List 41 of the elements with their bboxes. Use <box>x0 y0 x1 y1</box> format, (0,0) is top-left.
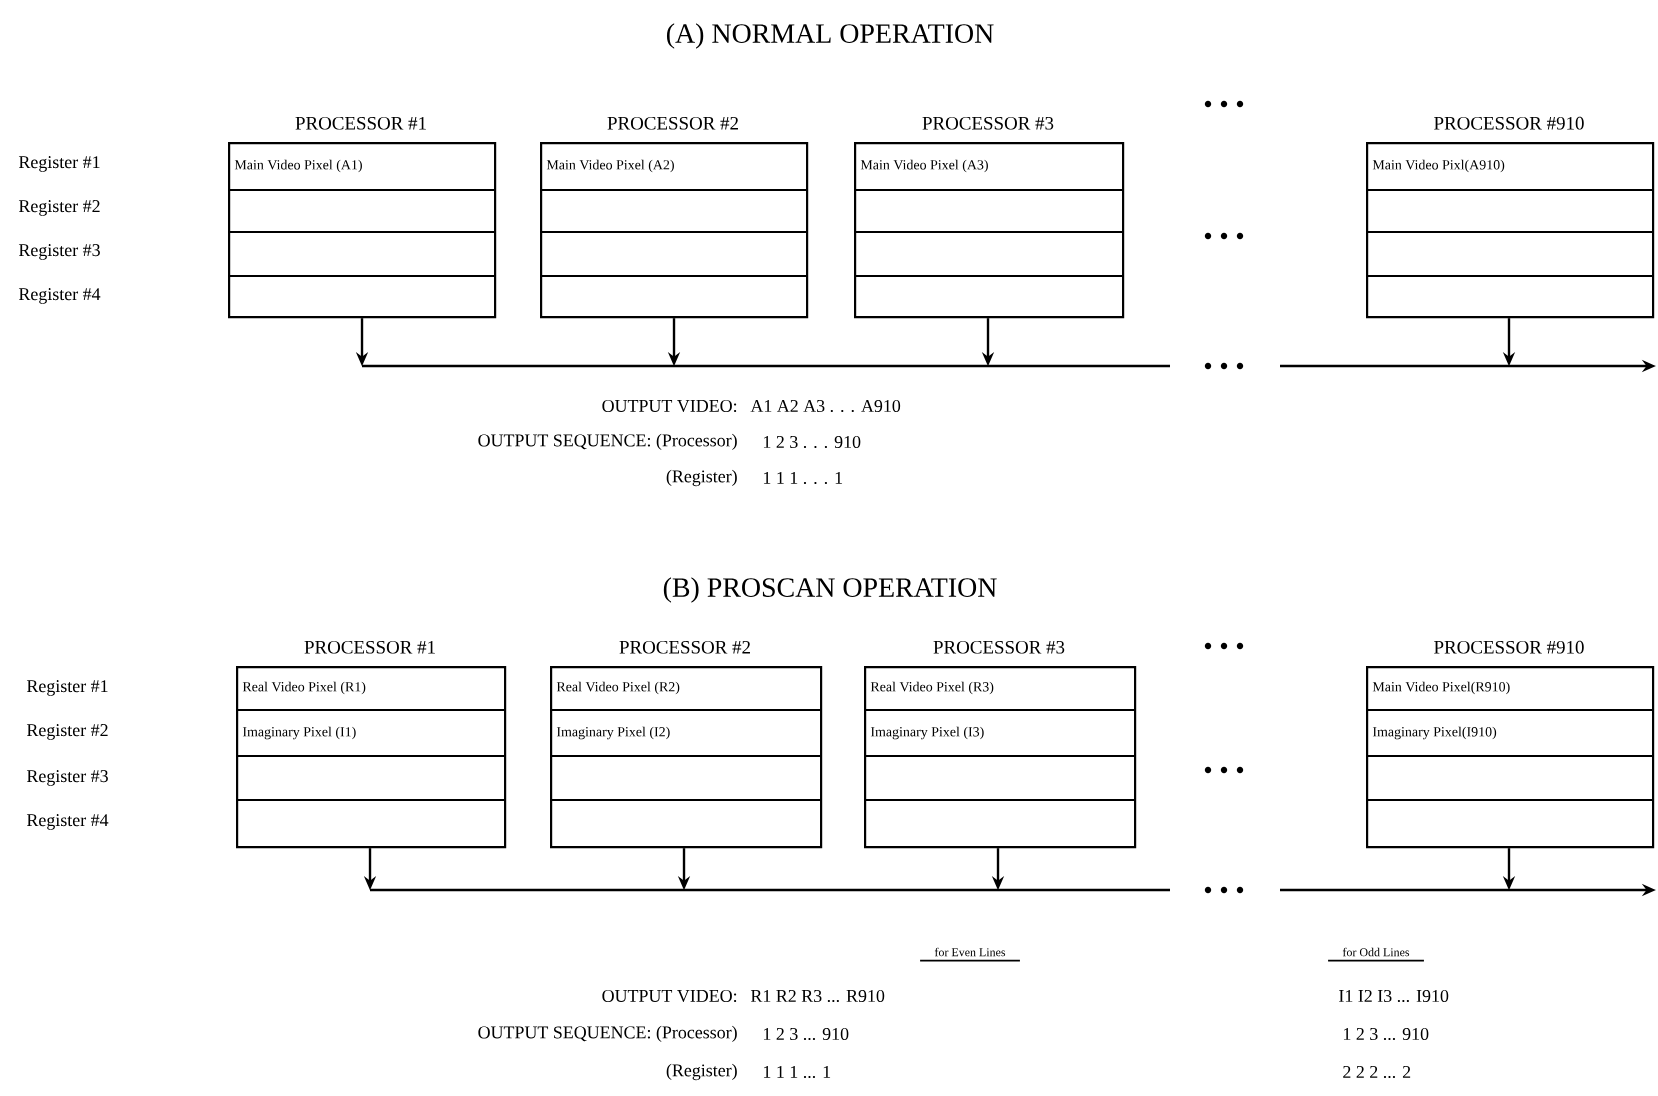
register-label: Register #4 <box>18 288 101 304</box>
register-label: Register #3 <box>26 770 108 786</box>
register-label: Register #1 <box>26 680 108 696</box>
output-value: 2 2 2 ... 2 <box>1343 1065 1411 1079</box>
output-value: 1 2 3 ... 910 <box>763 1027 849 1041</box>
processor-heading: PROCESSOR #910 <box>1434 116 1584 130</box>
processor-box <box>853 116 1125 319</box>
output-label: OUTPUT SEQUENCE: (Processor) <box>478 1025 737 1043</box>
processor-box <box>549 640 823 849</box>
output-value: 1 1 1 ... 1 <box>763 1065 831 1079</box>
processor-heading: PROCESSOR #2 <box>619 640 750 654</box>
output-value: 1 2 3 . . . 910 <box>763 435 861 449</box>
processor-box <box>1365 116 1655 319</box>
register-label: Register #1 <box>18 156 100 172</box>
output-value: 1 1 1 . . . 1 <box>763 471 843 485</box>
processor-heading: PROCESSOR #1 <box>304 640 435 654</box>
processor-box <box>863 640 1137 849</box>
register-label: Register #2 <box>18 200 100 216</box>
output-value: A1 A2 A3 . . . A910 <box>750 399 901 413</box>
register-label: Register #4 <box>26 814 109 830</box>
register-label: Register #2 <box>26 724 108 740</box>
output-label: OUTPUT VIDEO: <box>602 399 737 413</box>
output-label: (Register) <box>666 1063 737 1081</box>
processor-box <box>539 116 809 319</box>
section-title: (A) NORMAL OPERATION <box>666 23 994 49</box>
processor-heading: PROCESSOR #1 <box>295 116 426 130</box>
output-value: 1 2 3 ... 910 <box>1343 1027 1429 1041</box>
output-value: R1 R2 R3 ... R910 <box>750 989 885 1003</box>
processor-box <box>235 640 507 849</box>
processor-heading: PROCESSOR #2 <box>607 116 738 130</box>
output-value: I1 I2 I3 ... I910 <box>1339 989 1449 1003</box>
processor-heading: PROCESSOR #3 <box>933 640 1065 654</box>
processor-heading: PROCESSOR #910 <box>1434 640 1584 654</box>
output-label: (Register) <box>666 469 737 487</box>
output-label: OUTPUT VIDEO: <box>602 989 737 1003</box>
processor-box <box>1365 640 1655 849</box>
register-label: Register #3 <box>18 244 100 260</box>
section-title: (B) PROSCAN OPERATION <box>663 577 997 603</box>
processor-heading: PROCESSOR #3 <box>922 116 1054 130</box>
processor-box <box>227 116 497 319</box>
output-label: OUTPUT SEQUENCE: (Processor) <box>478 433 737 451</box>
